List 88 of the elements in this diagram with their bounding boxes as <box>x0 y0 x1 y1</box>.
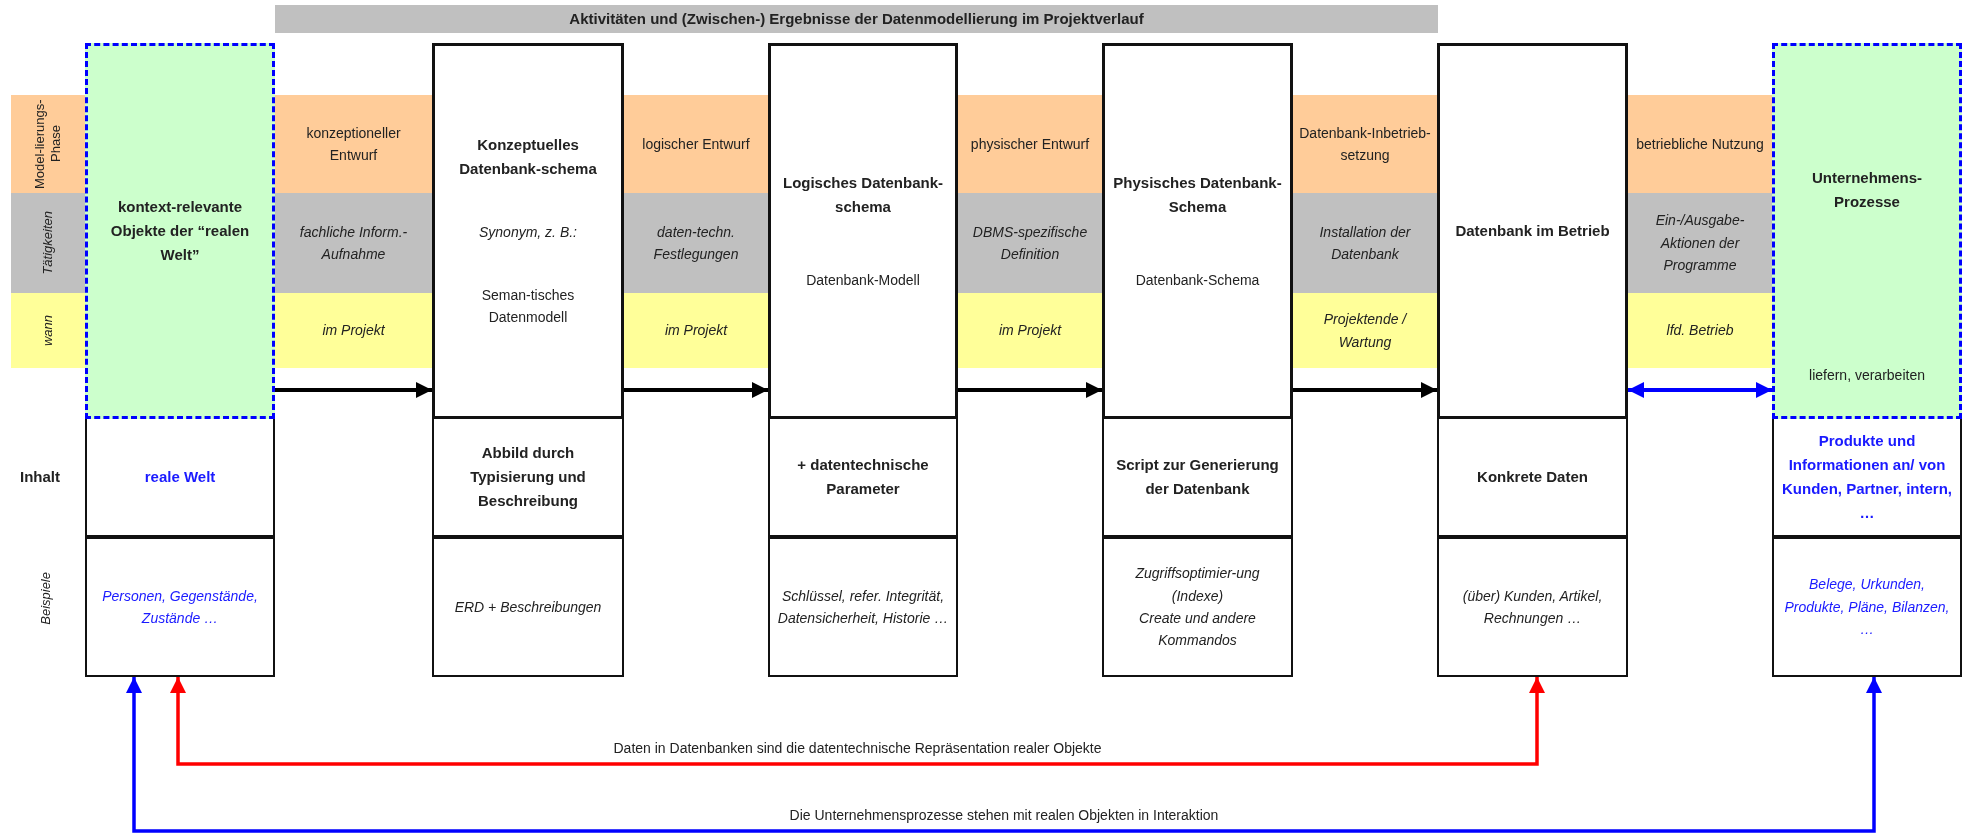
content-cell <box>85 419 275 537</box>
cell-text: im Projekt <box>997 321 1063 341</box>
stage-box <box>768 43 958 419</box>
cell-text: Datenbank-Inbetrieb-setzung <box>1298 123 1432 165</box>
cell-text: physischer Entwurf <box>969 134 1091 154</box>
row-header: wann <box>39 314 57 347</box>
stage-title: Konzeptuelles Datenbank-schema <box>458 135 598 180</box>
cell-text: Script zur Generierung der Datenbank <box>1115 455 1280 499</box>
cell-text: daten-techn. Festlegungen <box>652 222 740 264</box>
example-cell <box>768 537 958 677</box>
cell-text: DBMS-spezifische Definition <box>971 222 1089 264</box>
cell-text: im Projekt <box>663 321 729 341</box>
cell-text: Zugriffsoptimier-ung (Indexe) <box>1134 564 1261 606</box>
phase-band-cell <box>1628 95 1772 193</box>
cell-text: reale Welt <box>143 467 217 487</box>
example-cell <box>1102 537 1293 677</box>
cell-text: konzeptioneller Entwurf <box>305 123 402 165</box>
stage-title: Logisches Datenbank-schema <box>781 172 944 217</box>
cell-text: im Projekt <box>321 321 386 341</box>
phase-band-cell <box>1293 95 1437 193</box>
stage-title: Datenbank im Betrieb <box>1454 221 1611 241</box>
stage-box <box>432 43 624 419</box>
cell-text: betriebliche Nutzung <box>1635 134 1765 154</box>
cell-text: Schlüssel, refer. Integrität, Datensicherheit, Historie … <box>776 586 950 628</box>
cell-text: Belege, Urkunden, Produkte, Pläne, Bilanzen, … <box>1783 575 1951 640</box>
activity-band-cell <box>624 193 768 293</box>
cell-text: Installation der Datenbank <box>1318 222 1412 264</box>
arrow <box>624 382 768 398</box>
example-cell <box>1437 537 1628 677</box>
stage-note: Synonym, z. B.: <box>477 223 578 243</box>
example-cell <box>85 537 275 677</box>
cell-text: Ein-/Ausgabe-Aktionen der Programme <box>1654 211 1746 276</box>
arrow <box>275 382 432 398</box>
cell-text: Produkte und Informationen an/ von Kunden, Partner, intern, … <box>1781 431 1953 523</box>
arrow <box>170 677 1545 766</box>
stage-note: Seman-tisches Datenmodell <box>480 285 576 328</box>
cell-text: lfd. Betrieb <box>1665 321 1735 341</box>
row-header: Model-lierungs-Phase <box>31 98 64 190</box>
arrow <box>1628 382 1772 398</box>
phase-band-cell <box>624 95 768 193</box>
content-cell <box>1772 419 1962 537</box>
cell-text: (über) Kunden, Artikel, Rechnungen … <box>1461 586 1604 628</box>
example-cell <box>432 537 624 677</box>
timing-band-cell <box>1628 293 1772 368</box>
activity-band-cell <box>275 193 432 293</box>
cell-text: fachliche Inform.-Aufnahme <box>298 222 409 264</box>
cell-text: Konkrete Daten <box>1476 467 1589 487</box>
phase-band-cell <box>275 95 432 193</box>
cell-text: Abbild durch Typisierung und Beschreibung <box>469 443 587 511</box>
activity-band-cell <box>958 193 1102 293</box>
timing-band-cell <box>624 293 768 368</box>
content-cell <box>1102 419 1293 537</box>
stage-box <box>1437 43 1628 419</box>
arrow <box>958 382 1102 398</box>
stage-note: Datenbank-Schema <box>1134 270 1261 290</box>
stage-box <box>85 43 275 419</box>
stage-box <box>1772 43 1962 419</box>
cell-text: Projektende / Wartung <box>1322 310 1409 352</box>
timing-band-cell <box>1293 293 1437 368</box>
cell-text: ERD + Beschreibungen <box>453 597 603 617</box>
heading: Aktivitäten und (Zwischen-) Ergebnisse der Datenmodellierung im Projektverlauf <box>275 5 1438 33</box>
cell-text: Personen, Gegenstände, Zustände … <box>101 586 259 628</box>
content-cell <box>768 419 958 537</box>
stage-note: Datenbank-Modell <box>805 270 921 290</box>
timing-band-cell <box>275 293 432 368</box>
arrow <box>126 677 1882 833</box>
content-cell <box>432 419 624 537</box>
stage-title: Physisches Datenbank-Schema <box>1112 172 1283 217</box>
row-label: Inhalt <box>20 468 60 485</box>
arrow <box>1293 382 1437 398</box>
stage-title: Unternehmens-Prozesse <box>1811 167 1923 212</box>
stage-box <box>1102 43 1293 419</box>
row-header: Tätigkeiten <box>39 211 57 275</box>
row-header-cell <box>11 293 85 368</box>
cell-text: Create und andere Kommandos <box>1138 609 1257 651</box>
phase-band-cell <box>958 95 1102 193</box>
stage-note: liefern, verarbeiten <box>1808 365 1926 385</box>
row-label: Beispiele <box>38 572 53 625</box>
cell-text: + datentechnische Parameter <box>796 455 930 499</box>
activity-band-cell <box>1293 193 1437 293</box>
example-cell <box>1772 537 1962 677</box>
timing-band-cell <box>958 293 1102 368</box>
content-cell <box>1437 419 1628 537</box>
row-header-cell <box>11 193 85 293</box>
activity-band-cell <box>1628 193 1772 293</box>
cell-text: logischer Entwurf <box>641 134 751 154</box>
row-header-cell <box>11 95 85 193</box>
stage-title: kontext-relevante Objekte der “realen Welt” <box>109 197 251 265</box>
